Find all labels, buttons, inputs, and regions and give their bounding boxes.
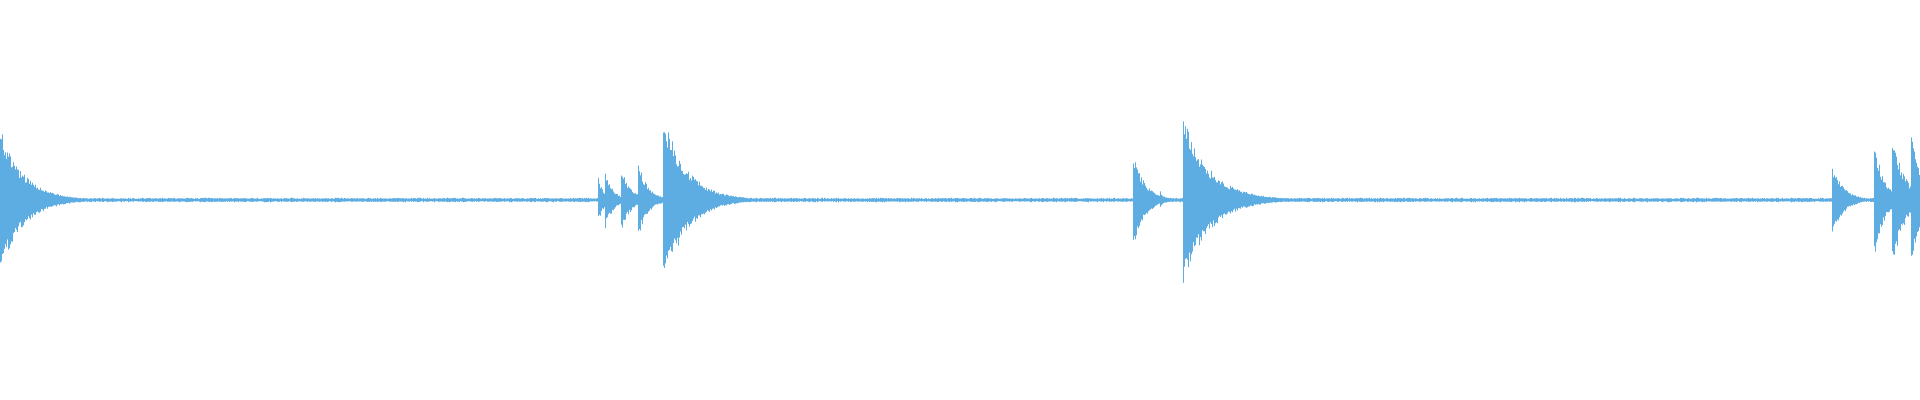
waveform-samples (0, 121, 1920, 283)
waveform-path (0, 121, 1920, 283)
